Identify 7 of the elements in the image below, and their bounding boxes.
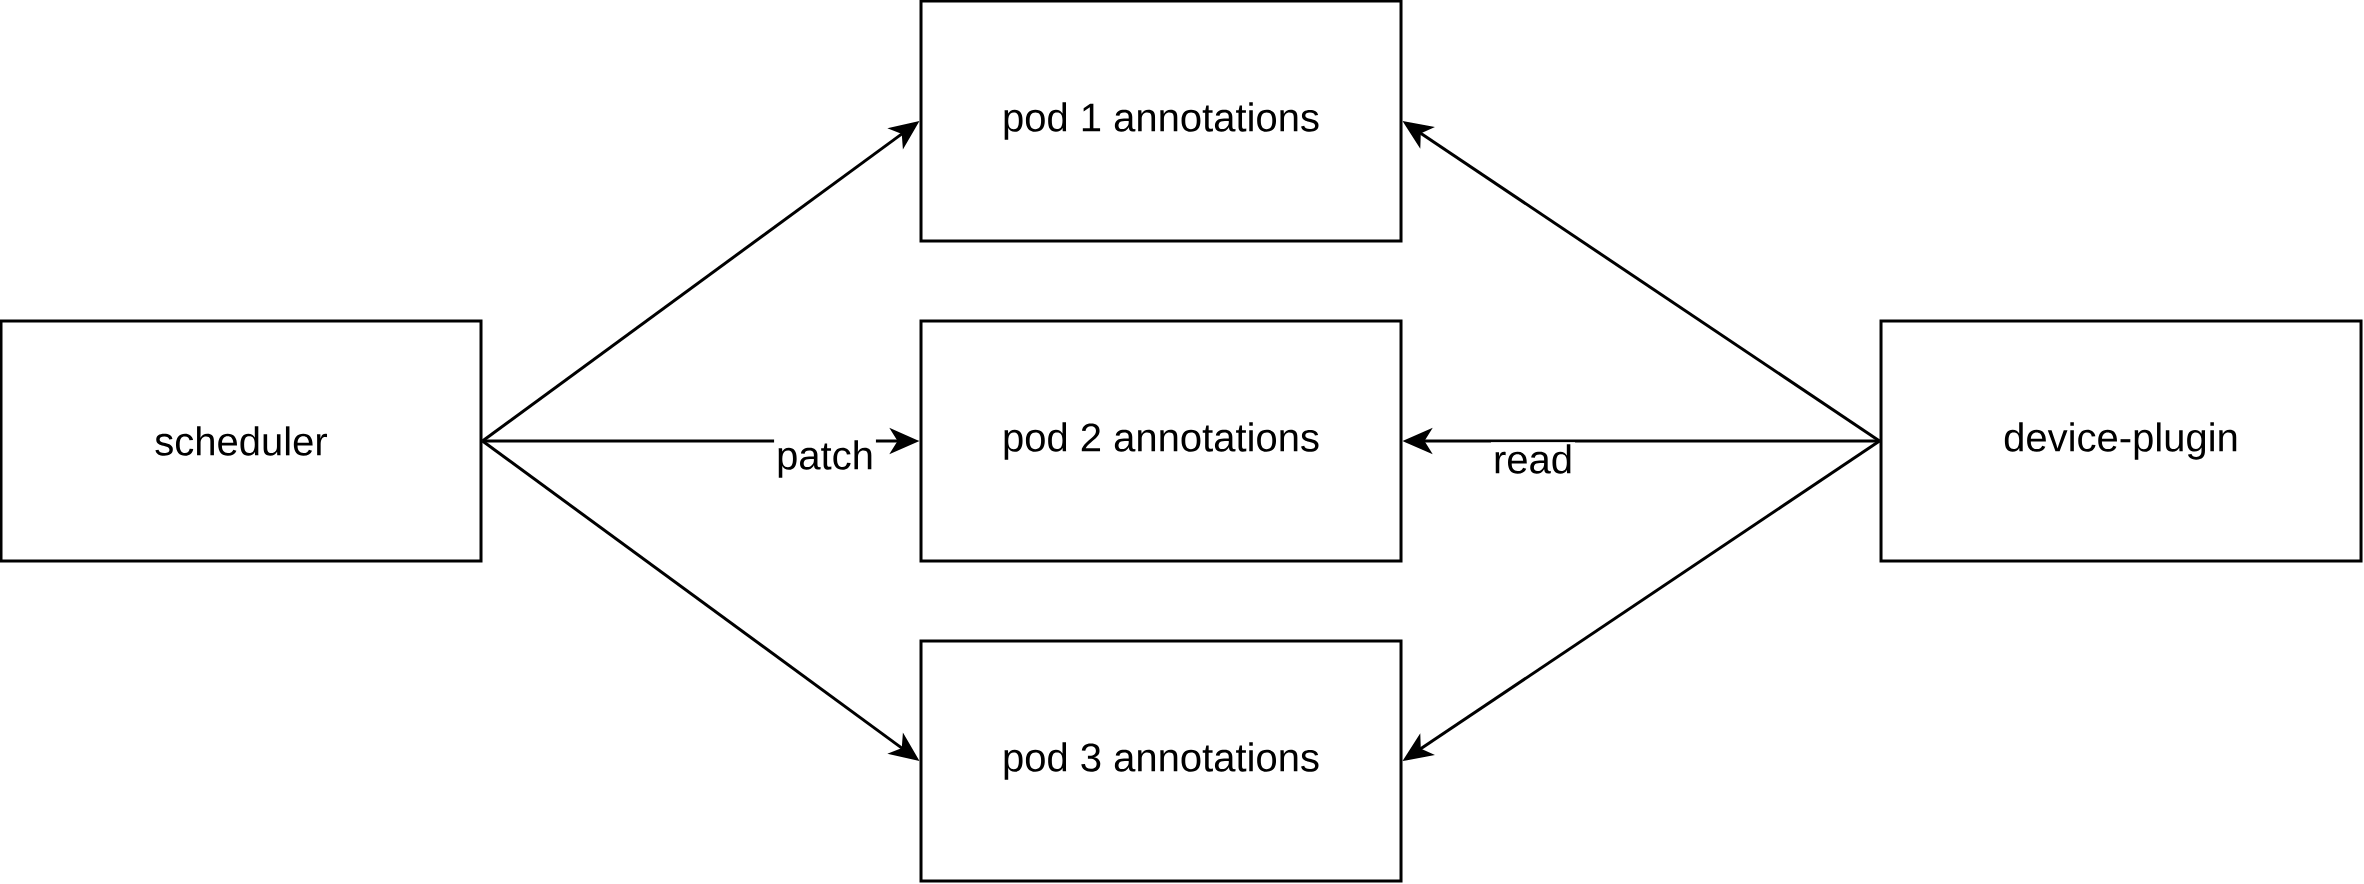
process-box: scheduler	[0, 319, 483, 563]
process-box: pod 2 annotations	[919, 319, 1403, 563]
edge-label: patch	[774, 438, 876, 480]
process-box: device-plugin	[1879, 319, 2363, 563]
process-box: pod 1 annotations	[919, 0, 1403, 243]
process-box: pod 3 annotations	[919, 639, 1403, 883]
edge-label: read	[1491, 442, 1576, 476]
